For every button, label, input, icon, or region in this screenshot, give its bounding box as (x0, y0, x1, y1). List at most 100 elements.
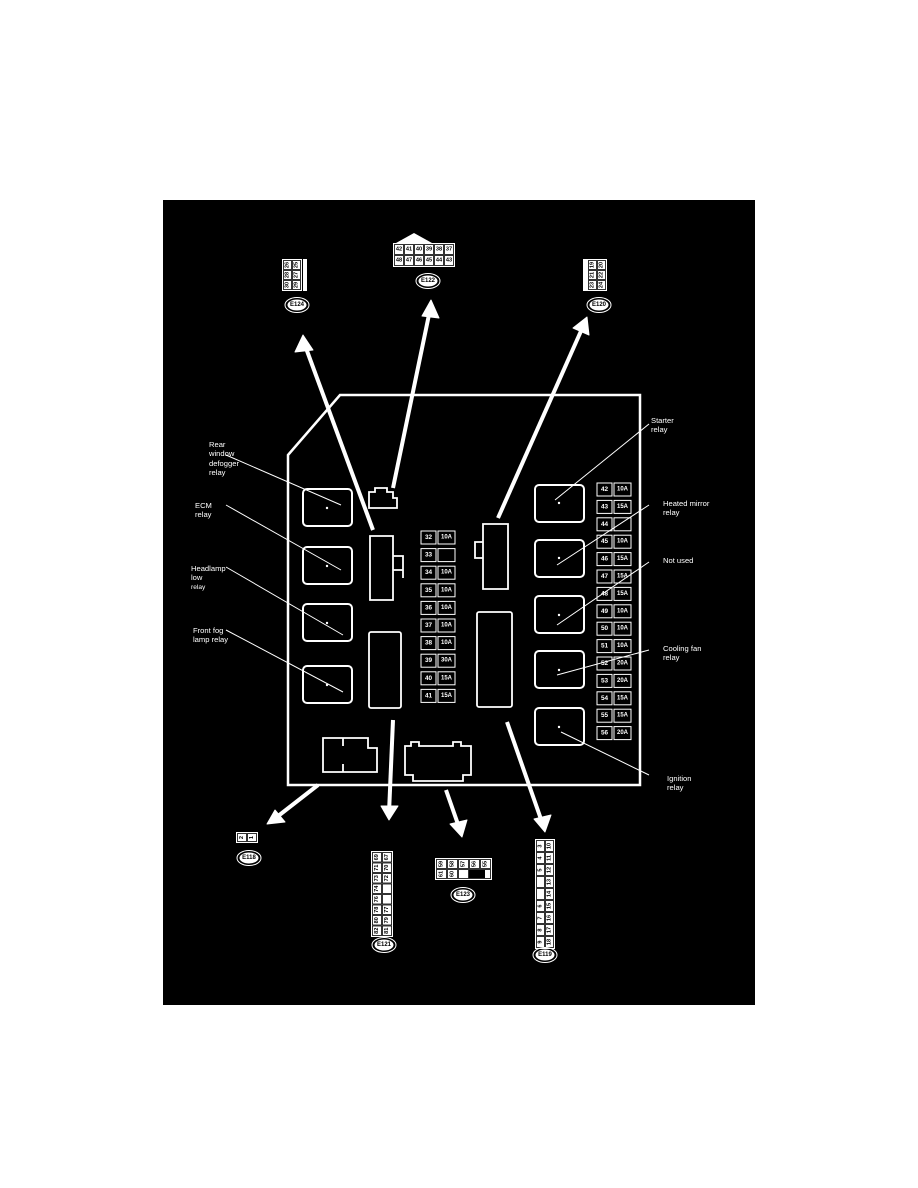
ignition-relay (534, 707, 585, 746)
right-fuse-amp-cell (613, 552, 632, 567)
not-used-relay (534, 595, 585, 634)
e119-pin: 3 (538, 844, 544, 847)
right-fuse-47 (596, 569, 613, 584)
relay-terminal-dot (325, 564, 329, 568)
middle-fuse-rating: 10A (441, 623, 453, 629)
e123-pin: 55 (483, 861, 489, 867)
right-fuse-amp-cell (613, 604, 632, 619)
e120-pin-cell (588, 270, 597, 280)
e122-badge-ring (415, 273, 441, 289)
e119-pin-cell (545, 936, 554, 948)
e119-pin-cell (545, 888, 554, 900)
e121-badge: E121 (377, 942, 392, 948)
e121-pin: 73 (374, 875, 380, 881)
e123-pin-cell (436, 869, 447, 879)
right-fuse-rating: 10A (617, 626, 629, 632)
e119-badge-fill (535, 949, 555, 961)
fuse-box-outline (286, 393, 642, 787)
e123-badge: E123 (456, 892, 471, 898)
middle-fuse-40 (420, 671, 437, 686)
relay-terminal-dot (557, 725, 561, 729)
e122-pin-cell (414, 255, 424, 266)
e119-pin: 18 (547, 939, 553, 945)
e120-pin-cell (597, 260, 606, 270)
e123-badge-fill (453, 889, 473, 901)
right-fuse-48 (596, 586, 613, 601)
right-fuse-rating: 15A (617, 556, 629, 562)
middle-fuse-number: 35 (425, 587, 433, 594)
e124-badge: E124 (290, 302, 305, 308)
heated-mirror-relay (534, 539, 585, 578)
middle-fuse-rating: 15A (441, 675, 453, 681)
e122-pin-cell (394, 244, 404, 255)
e124-block (282, 259, 302, 291)
e119-pin: 13 (547, 879, 553, 885)
e121-pin-cell (372, 883, 382, 894)
e121-pin-cell (372, 925, 382, 936)
e119-pin: 4 (538, 856, 544, 860)
e121-pin-cell (372, 873, 382, 884)
e122-pin-cell (424, 255, 434, 266)
e122-pin: 40 (416, 247, 422, 253)
e119-pin: 8 (538, 928, 544, 931)
middle-fuse-rating: 10A (441, 570, 453, 576)
e122-pin: 47 (406, 258, 412, 264)
e123-pin: 59 (439, 861, 445, 867)
right-fuse-rating: 15A (617, 504, 629, 510)
middle-fuse-amp-cell (437, 671, 456, 686)
e122-pin-cell (434, 255, 444, 266)
right-fuse-number: 47 (601, 573, 609, 580)
right-fuse-rating: 15A (617, 713, 629, 719)
middle-fuse-amp-cell (437, 583, 456, 598)
right-fuse-rating: 20A (617, 661, 629, 667)
e124-pin: 29 (294, 282, 300, 288)
middle-fuse-34 (420, 565, 437, 580)
middle-fuse-number: 32 (425, 534, 433, 541)
e123-pin: 58 (450, 861, 456, 867)
e124-pin: 27 (294, 272, 300, 278)
e119-pin-cell (545, 912, 554, 924)
right-fuse-rating: 10A (617, 608, 629, 614)
e121-pin-cell (382, 894, 392, 905)
e119-block (535, 839, 555, 949)
right-fuse-rating: 10A (617, 539, 629, 545)
right-fuse-44 (596, 517, 613, 532)
e119-pin: 10 (547, 843, 553, 849)
e120-tab (583, 259, 587, 291)
right-fuse-amp-cell (613, 569, 632, 584)
right-fuse-amp-cell (613, 726, 632, 741)
e119-housing (476, 611, 513, 708)
right-fuse-rating: 15A (617, 591, 629, 597)
right-fuse-amp-cell (613, 621, 632, 636)
right-fuse-amp-cell (613, 499, 632, 514)
e121-pin-cell (382, 873, 392, 884)
e120-pin: 23 (590, 282, 596, 288)
right-fuse-43 (596, 499, 613, 514)
e119-pin-cell (536, 864, 545, 876)
right-fuse-rating: 15A (617, 695, 629, 701)
right-fuse-56 (596, 726, 613, 741)
relay-terminal-dot (557, 613, 561, 617)
e121-pin: 77 (384, 907, 390, 913)
e118-pin: 1 (249, 836, 255, 839)
relay-terminal-dot (325, 506, 329, 510)
right-fuse-amp-cell (613, 673, 632, 688)
e122-pin-cell (444, 255, 454, 266)
right-fuse-45 (596, 534, 613, 549)
e124-tab (303, 259, 307, 291)
e121-pin-cell (372, 915, 382, 926)
e120-block (587, 259, 607, 291)
middle-fuse-number: 39 (425, 657, 433, 664)
right-fuse-number: 48 (601, 590, 609, 597)
right-fuse-55 (596, 708, 613, 723)
e120-pin: 22 (599, 272, 605, 278)
middle-fuse-number: 33 (425, 552, 433, 559)
e122-pin-cell (404, 255, 414, 266)
right-fuse-49 (596, 604, 613, 619)
e121-pin: 70 (384, 865, 390, 871)
e122-badge: E122 (421, 278, 436, 284)
e122-key (396, 233, 432, 243)
e121-pin: 72 (384, 875, 390, 881)
